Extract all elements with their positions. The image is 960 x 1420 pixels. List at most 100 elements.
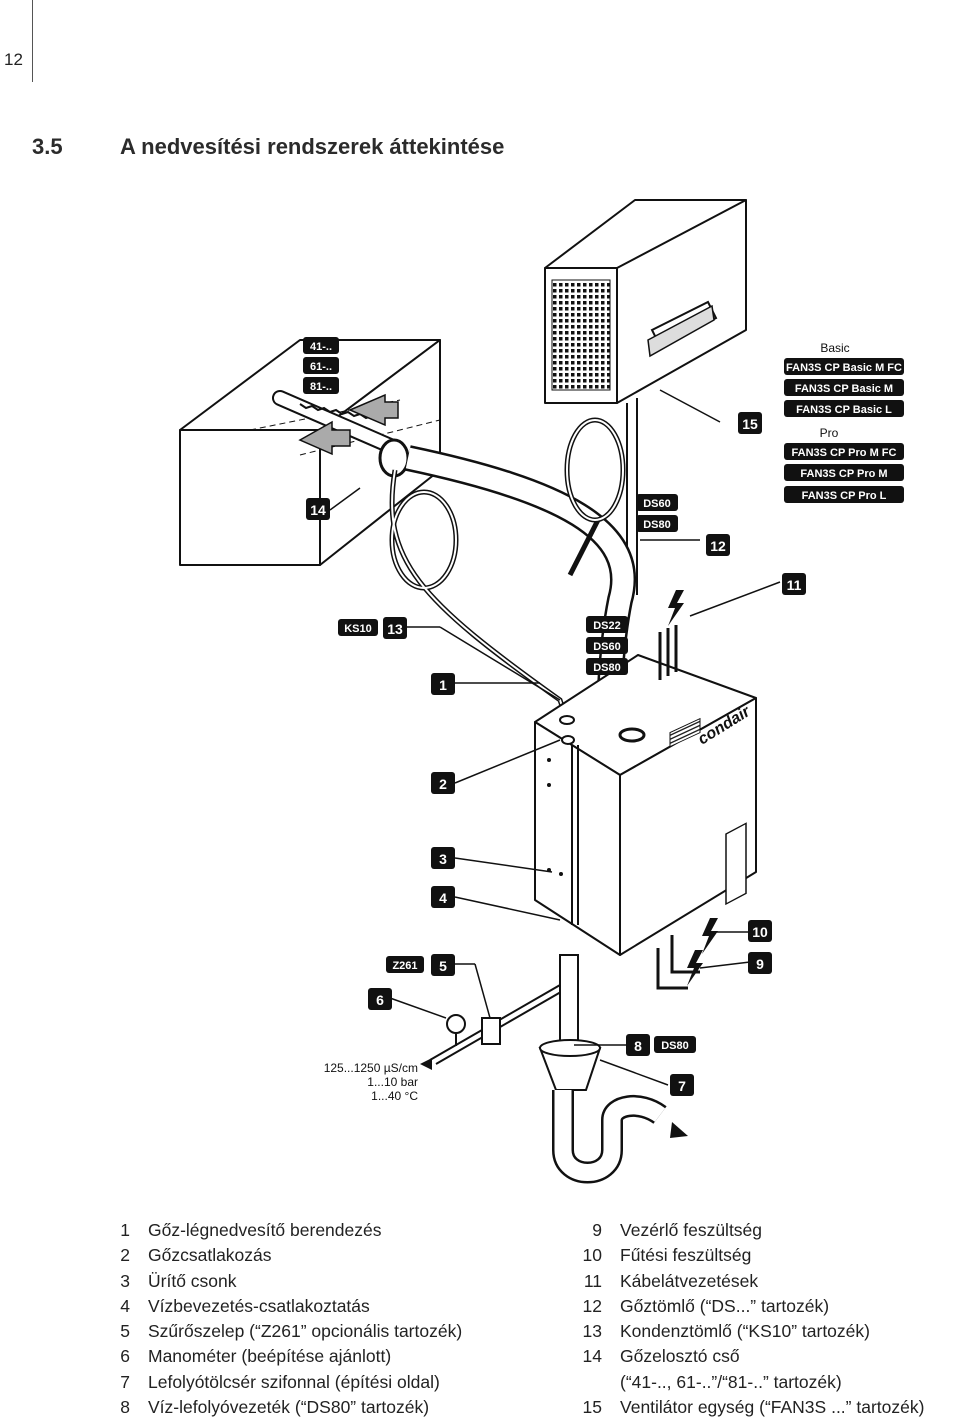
callout-12: 12 [706,534,730,556]
callout-4: 4 [431,886,455,908]
svg-text:DS22: DS22 [593,620,621,632]
tag-41: 41-.. [303,337,339,354]
callout-11: 11 [782,573,806,595]
tag-ds80-lower: DS80 [586,658,628,675]
svg-text:15: 15 [742,416,758,432]
fan-model-pro-l: FAN3S CP Pro L [784,486,904,503]
tag-ds60-upper: DS60 [636,494,678,511]
legend-item: (“41-.., 61-..”/“81-..” tartozék) [620,1371,842,1392]
manometer-icon [446,1014,466,1034]
svg-text:61-..: 61-.. [310,361,332,373]
svg-text:FAN3S CP Basic M: FAN3S CP Basic M [795,383,893,395]
svg-text:DS80: DS80 [593,662,621,674]
svg-text:DS80: DS80 [661,1040,689,1052]
svg-text:FAN3S CP Basic M FC: FAN3S CP Basic M FC [786,362,902,374]
water-inlet-arrow [420,1058,432,1070]
svg-text:7: 7 [678,1078,686,1094]
svg-text:11: 11 [787,577,802,593]
svg-text:1: 1 [439,677,447,693]
fan-pro-header: Pro [820,426,839,440]
tag-z261: Z261 [386,956,424,973]
fan-model-basic-l: FAN3S CP Basic L [784,400,904,417]
svg-text:DS60: DS60 [643,498,671,510]
fan-model-pro-m: FAN3S CP Pro M [784,464,904,481]
condensate-port [559,715,575,725]
callout-8: 8 [626,1034,650,1056]
section-number: 3.5 [32,134,63,159]
water-pressure: 1...10 bar [367,1075,418,1089]
svg-text:6: 6 [376,992,384,1008]
svg-text:10: 10 [752,924,768,940]
section-title: A nedvesítési rendszerek áttekintése [120,134,505,159]
fan-outlet-lip [647,304,715,358]
svg-text:9: 9 [756,956,764,972]
svg-text:14: 14 [310,502,326,518]
svg-text:13: 13 [387,621,403,637]
humidification-system-diagram: condair [179,199,904,1184]
airflow-arrow-right [348,393,399,427]
callout-6: 6 [368,988,392,1010]
water-temperature: 1...40 °C [371,1089,418,1103]
steam-port-ring [561,735,575,745]
tag-ds22: DS22 [586,616,628,633]
tag-ds80-drain: DS80 [654,1036,696,1053]
svg-text:KS10: KS10 [344,623,372,635]
svg-text:5: 5 [439,958,447,974]
svg-text:FAN3S CP Pro M FC: FAN3S CP Pro M FC [792,447,897,459]
humidifier-unit [534,654,757,956]
leader-lines [329,389,781,1086]
top-vents [669,717,701,748]
cable-lines [656,935,700,990]
drain-outlet-arrow [670,1122,688,1138]
svg-text:FAN3S CP Pro M: FAN3S CP Pro M [800,468,887,480]
svg-text:DS80: DS80 [643,519,671,531]
tag-ds60-lower: DS60 [586,637,628,654]
callout-1: 1 [431,673,455,695]
page-number-divider [32,0,33,82]
filter-valve-icon [481,1017,501,1045]
section-heading: 3.5 A nedvesítési rendszerek áttekintése [32,134,504,160]
svg-text:41-..: 41-.. [310,341,332,353]
tag-81: 81-.. [303,377,339,394]
condensate-hose-inner [391,419,624,719]
svg-text:Z261: Z261 [392,960,417,972]
svg-text:DS60: DS60 [593,641,621,653]
svg-text:8: 8 [634,1038,642,1054]
svg-text:3: 3 [439,851,447,867]
fan-basic-header: Basic [820,341,849,355]
lightning-icons [668,590,718,986]
cable-glands [658,625,678,680]
callout-2: 2 [431,772,455,794]
fan-model-basic-m: FAN3S CP Basic M [784,379,904,396]
tag-ds80-upper: DS80 [636,515,678,532]
airflow-arrow-left [298,420,351,456]
svg-text:12: 12 [710,538,726,554]
water-conductivity: 125...1250 µS/cm [324,1061,418,1075]
fan-grille [551,279,611,391]
callout-15: 15 [738,412,762,434]
steam-connection [618,727,646,743]
tag-61: 61-.. [303,357,339,374]
fan-model-basic-m-fc: FAN3S CP Basic M FC [784,358,904,375]
svg-text:4: 4 [439,890,447,906]
callout-14: 14 [306,498,330,520]
callout-9: 9 [748,952,772,974]
duct-dashed-line [249,399,401,431]
fan-model-pro-m-fc: FAN3S CP Pro M FC [784,443,904,460]
tag-ks10: KS10 [338,619,378,636]
callout-13: 13 [383,617,407,639]
